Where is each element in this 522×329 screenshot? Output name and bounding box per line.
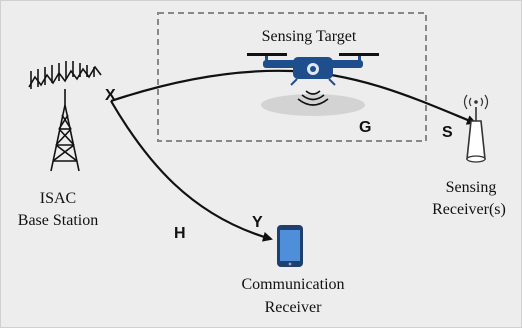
sensing-target-label: Sensing Target — [262, 28, 357, 45]
antenna-tower-icon — [28, 61, 102, 172]
sensing-region-box — [157, 12, 427, 142]
signal-h-label: H — [174, 225, 186, 242]
sensing-receiver-icon — [463, 94, 489, 163]
signal-x-label: X — [105, 87, 116, 104]
wireless-signal-icon — [297, 90, 329, 106]
drone-icon — [247, 53, 379, 86]
isac-label-line2: Base Station — [18, 212, 98, 229]
sensing-path-arrow — [110, 69, 477, 125]
signal-g-label: G — [359, 119, 371, 136]
sensing-receiver-label-line1: Sensing — [446, 179, 497, 196]
communication-path-arrow — [110, 100, 273, 242]
communication-receiver-label-line1: Communication — [241, 276, 344, 293]
signal-s-label: S — [442, 124, 453, 141]
sensing-receiver-label-line2: Receiver(s) — [432, 201, 506, 218]
isac-label-line1: ISAC — [40, 190, 76, 207]
communication-receiver-label-line2: Receiver — [265, 299, 323, 316]
smartphone-icon — [277, 225, 303, 267]
signal-y-label: Y — [252, 214, 263, 231]
